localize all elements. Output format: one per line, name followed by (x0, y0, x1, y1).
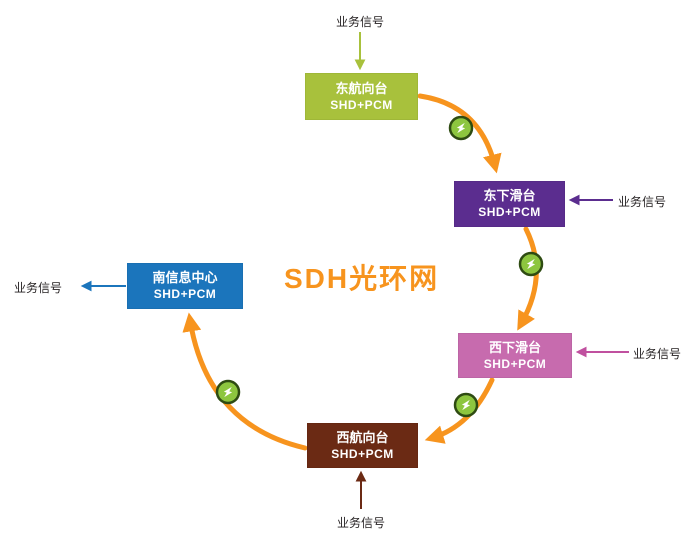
signal-label-upper-right: 业务信号 (618, 195, 667, 209)
lightning-bolt-icon (526, 258, 536, 270)
signal-label-top: 业务信号 (336, 15, 385, 29)
node-south-info-center: 南信息中心 SHD+PCM (127, 263, 243, 309)
ring-arc-east-nav-to-east-glide (417, 93, 502, 174)
ring-arc-west-nav-to-south-info (182, 312, 308, 451)
node-title: 东下滑台 (483, 188, 536, 203)
node-title: 西航向台 (336, 429, 389, 445)
ring-arc-east-glide-to-west-glide (517, 226, 539, 331)
lightning-bolt-icon (223, 386, 233, 398)
node-west-glide-station: 西下滑台 SHD+PCM (458, 333, 572, 378)
ring-arc-west-glide-to-west-nav (424, 377, 495, 444)
node-west-nav-station: 西航向台 SHD+PCM (307, 423, 418, 468)
lightning-bolt-icon (456, 122, 466, 134)
node-subtitle: SHD+PCM (330, 97, 393, 112)
repeater-icon-3 (453, 392, 479, 418)
signal-label-left: 业务信号 (14, 281, 63, 295)
lightning-bolt-icon (461, 399, 471, 411)
node-subtitle: SHD+PCM (331, 446, 394, 461)
diagram-title: SDH光环网 (284, 263, 440, 294)
node-title: 西下滑台 (488, 339, 541, 355)
node-title: 东航向台 (335, 80, 388, 96)
repeater-icon-4 (215, 379, 241, 405)
signal-label-lower-right: 业务信号 (633, 347, 682, 361)
node-east-nav-station: 东航向台 SHD+PCM (305, 73, 418, 120)
node-title: 南信息中心 (152, 270, 218, 285)
node-east-glide-station: 东下滑台 SHD+PCM (454, 181, 565, 227)
node-subtitle: SHD+PCM (478, 205, 541, 219)
node-subtitle: SHD+PCM (153, 287, 217, 301)
repeater-icon-1 (448, 115, 474, 141)
signal-label-bottom: 业务信号 (337, 516, 386, 530)
node-subtitle: SHD+PCM (483, 356, 547, 371)
repeater-icon-2 (518, 251, 544, 277)
